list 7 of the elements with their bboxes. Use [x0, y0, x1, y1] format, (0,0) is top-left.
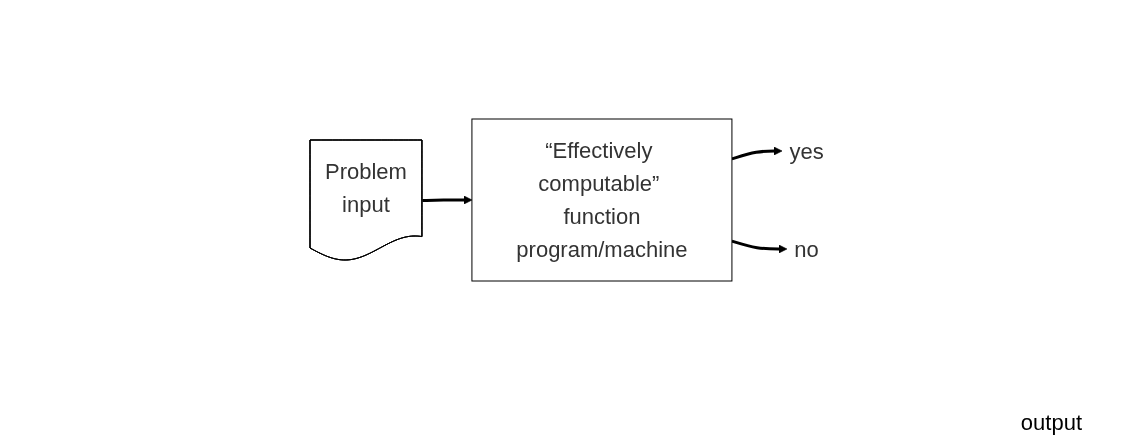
arrow: [731, 146, 783, 161]
node-box: “Effectively computable” function program/machine: [471, 118, 733, 282]
node-text: no: [794, 236, 820, 262]
node-text: yes: [789, 138, 825, 164]
arrow: [731, 239, 788, 254]
arrow: [422, 195, 473, 205]
output-label: output: [1020, 410, 1082, 435]
